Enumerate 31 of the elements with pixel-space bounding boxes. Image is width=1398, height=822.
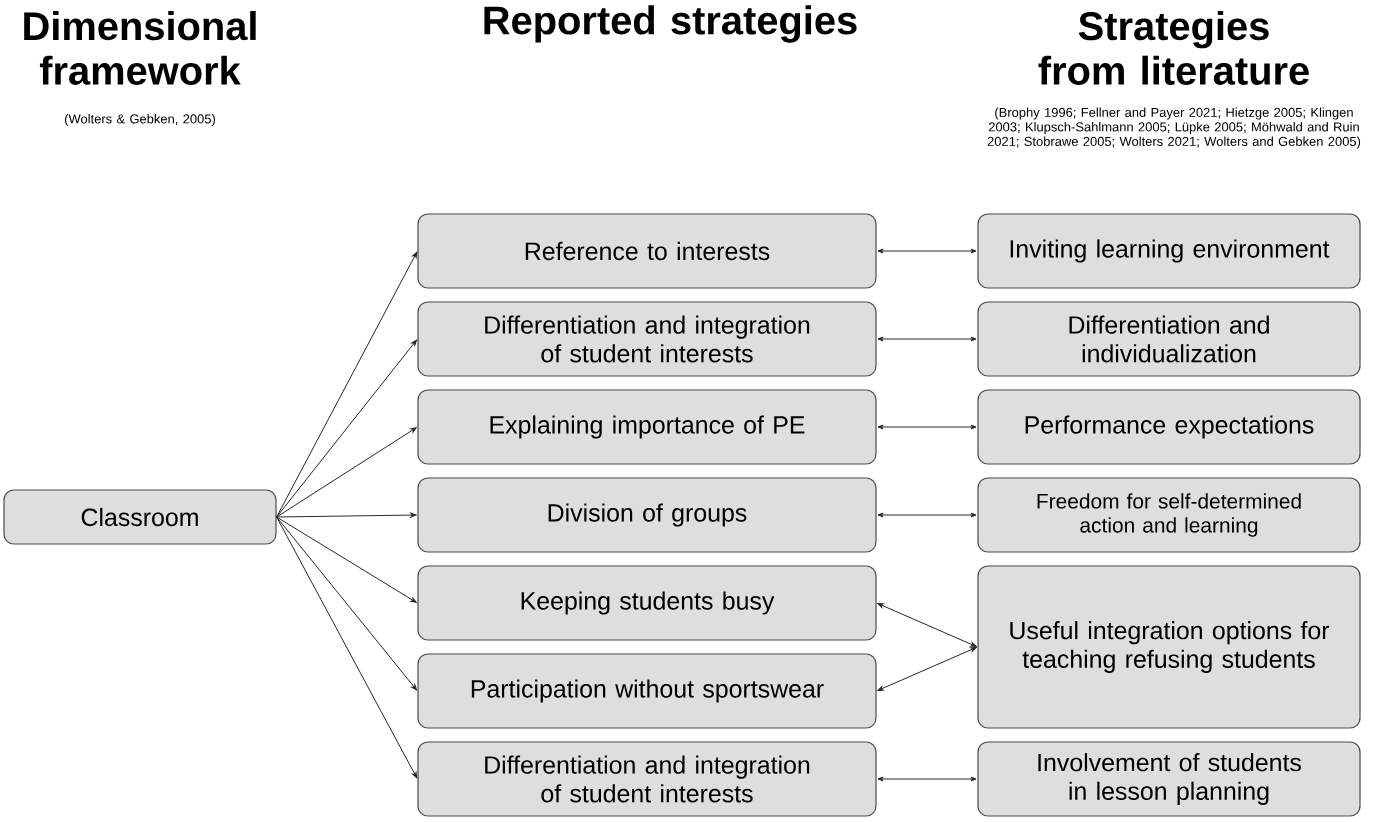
- strategy-box: Differentiation and individualization: [977, 301, 1361, 377]
- strategy-box: Reference to interests: [417, 213, 877, 289]
- strategy-box: Classroom: [3, 489, 277, 545]
- arrow: [877, 603, 977, 647]
- strategy-box: Keeping students busy: [417, 565, 877, 641]
- arrow: [276, 251, 418, 518]
- arrow: [877, 248, 977, 254]
- strategy-box: Useful integration options for teaching refusing students: [977, 565, 1361, 729]
- arrow: [276, 512, 417, 518]
- strategy-box: Involvement of students in lesson planning: [977, 741, 1361, 817]
- arrow: [877, 336, 977, 342]
- strategy-box: Division of groups: [417, 477, 877, 553]
- column-heading: Strategies from literature: [1038, 11, 1309, 85]
- strategy-box: Differentiation and integration of student interests: [417, 741, 877, 817]
- column-heading: Dimensional framework: [24, 11, 256, 85]
- strategy-box: Inviting learning environment: [977, 213, 1361, 289]
- arrow: [877, 512, 977, 518]
- arrow: [276, 427, 417, 518]
- arrow: [877, 424, 977, 430]
- arrow: [276, 339, 418, 518]
- strategy-box: Performance expectations: [977, 389, 1361, 465]
- column-heading: Reported strategies: [484, 5, 857, 43]
- arrow: [276, 516, 417, 603]
- strategy-box: Freedom for self-determined action and learning: [977, 477, 1361, 553]
- strategy-box: Differentiation and integration of student interests: [417, 301, 877, 377]
- strategy-box: Participation without sportswear: [417, 653, 877, 729]
- arrow: [276, 516, 417, 691]
- strategy-box: Explaining importance of PE: [417, 389, 877, 465]
- arrow: [877, 647, 977, 691]
- arrow: [877, 776, 977, 782]
- arrow: [276, 516, 418, 779]
